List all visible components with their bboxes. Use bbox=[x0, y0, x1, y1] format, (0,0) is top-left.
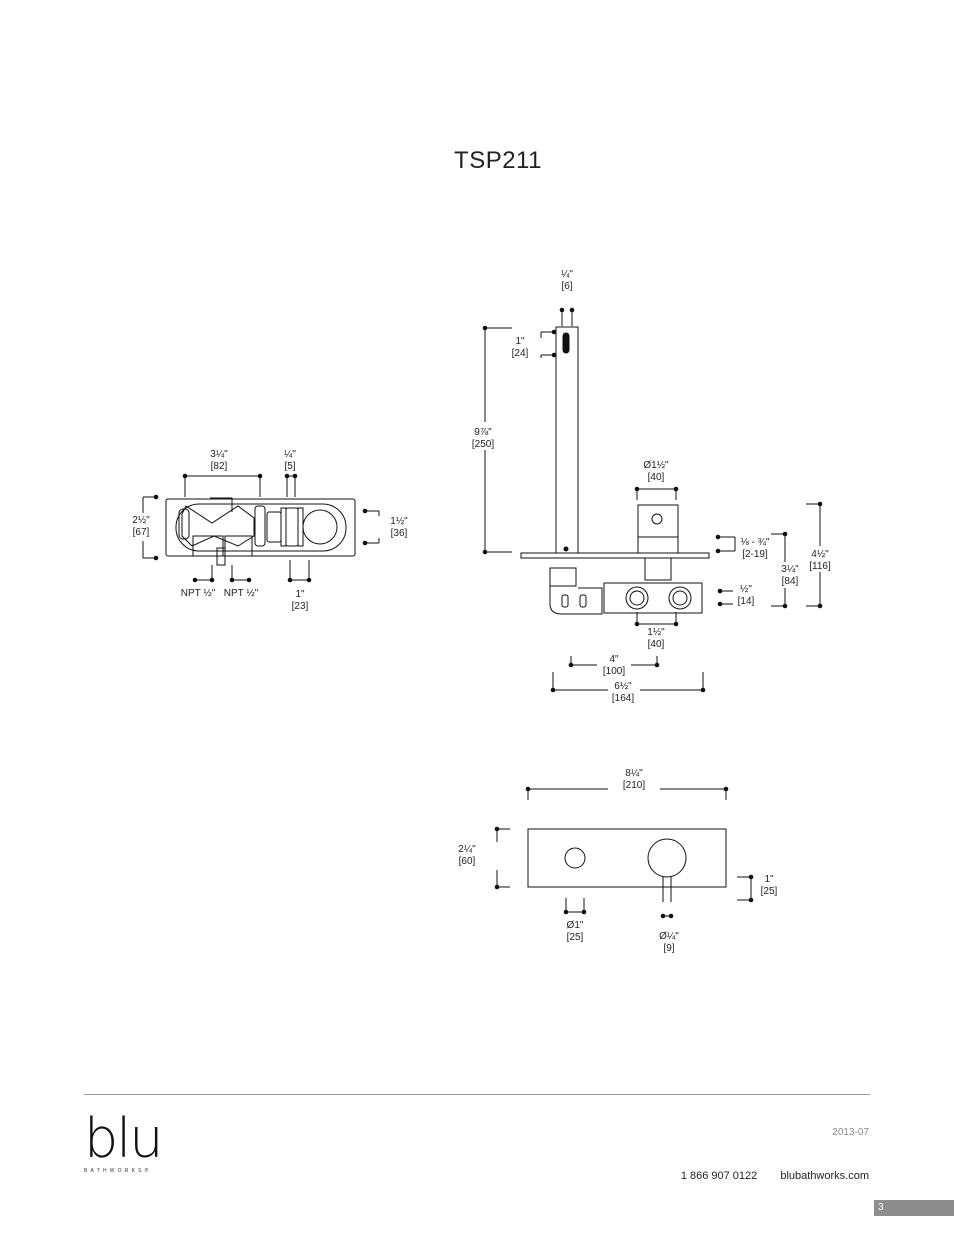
front-dim-lever-mm: [25] bbox=[761, 886, 778, 897]
npt-label-2: NPT ½" bbox=[224, 588, 259, 599]
plan-dim-width-mm: [82] bbox=[211, 461, 228, 472]
front-dim-diverter-in: Ø1" bbox=[567, 920, 584, 931]
front-dim-height-in: 2¼" bbox=[458, 843, 476, 855]
side-view-drawing bbox=[520, 326, 710, 615]
npt-label-1: NPT ½" bbox=[181, 588, 216, 599]
side-dim-overall-mm: [164] bbox=[612, 693, 634, 704]
side-dim-wall-in: ⅛ - ¾" bbox=[740, 537, 770, 548]
side-dim-inlet-in: ½" bbox=[740, 584, 752, 595]
side-dim-top-mm: [6] bbox=[561, 281, 572, 292]
front-dim-stem-in: Ø¼" bbox=[659, 930, 679, 942]
front-dim-width-in: 8¼" bbox=[625, 767, 643, 779]
side-dim-valve-in: 1½" bbox=[647, 627, 665, 638]
side-dim-top-in: ¼" bbox=[561, 268, 573, 280]
front-view-drawing bbox=[527, 828, 727, 902]
plan-dim-offset-in: 1" bbox=[295, 589, 305, 600]
side-dim-handle-in: Ø1½" bbox=[643, 460, 669, 471]
plan-dim-gap-in: ¼" bbox=[284, 448, 296, 460]
side-dim-total-mm: [116] bbox=[809, 561, 831, 572]
side-dim-handle-mm: [40] bbox=[648, 472, 665, 483]
side-dim-outlet-mm: [24] bbox=[512, 348, 529, 359]
website-link[interactable]: blubathworks.com bbox=[780, 1170, 869, 1182]
side-dim-valve-mm: [40] bbox=[648, 639, 665, 650]
plan-dim-depth-in: 1½" bbox=[390, 516, 408, 527]
side-dim-spout-in: 9⅞" bbox=[474, 427, 492, 438]
side-dim-wall-mm: [2-19] bbox=[742, 549, 768, 560]
side-dim-outlet-in: 1" bbox=[515, 336, 525, 347]
front-dim-width-mm: [210] bbox=[623, 780, 645, 791]
page-title: TSP211 bbox=[454, 147, 542, 174]
side-dim-depth-in: 4" bbox=[609, 654, 619, 665]
side-dim-body-in: 3¼" bbox=[781, 563, 799, 575]
page-number: 3 bbox=[874, 1200, 954, 1216]
brand-logo: blu BATHWORKS® bbox=[84, 1107, 164, 1175]
front-dim-diverter-mm: [25] bbox=[567, 932, 584, 943]
dimension-lines bbox=[142, 310, 821, 917]
front-dim-height-mm: [60] bbox=[459, 856, 476, 867]
phone-number: 1 866 907 0122 bbox=[680, 1170, 758, 1182]
side-dim-depth-mm: [100] bbox=[603, 666, 625, 677]
plan-dim-depth-mm: [36] bbox=[391, 528, 408, 539]
logo-wordmark: blu bbox=[84, 1107, 164, 1170]
side-dim-spout-mm: [250] bbox=[472, 439, 494, 450]
side-dim-overall-in: 6½" bbox=[614, 681, 632, 692]
side-dim-body-mm: [84] bbox=[782, 576, 799, 587]
plan-dim-height-in: 2½" bbox=[132, 515, 150, 526]
front-dim-stem-mm: [9] bbox=[663, 943, 674, 954]
plan-dim-width-in: 3¼" bbox=[210, 448, 228, 460]
front-dim-lever-in: 1" bbox=[764, 874, 774, 885]
plan-dim-gap-mm: [5] bbox=[284, 461, 295, 472]
revision-date: 2013-07 bbox=[832, 1127, 869, 1138]
contact-info: 1 866 907 0122 blubathworks.com bbox=[661, 1170, 869, 1182]
plan-view-drawing bbox=[165, 497, 356, 566]
logo-subtitle: BATHWORKS® bbox=[84, 1168, 152, 1174]
side-dim-total-in: 4½" bbox=[811, 549, 829, 560]
dimension-dots bbox=[153, 307, 823, 919]
plan-dim-offset-mm: [23] bbox=[292, 601, 309, 612]
plan-dim-height-mm: [67] bbox=[133, 527, 150, 538]
side-dim-inlet-mm: [14] bbox=[738, 596, 755, 607]
footer-divider bbox=[84, 1094, 870, 1095]
